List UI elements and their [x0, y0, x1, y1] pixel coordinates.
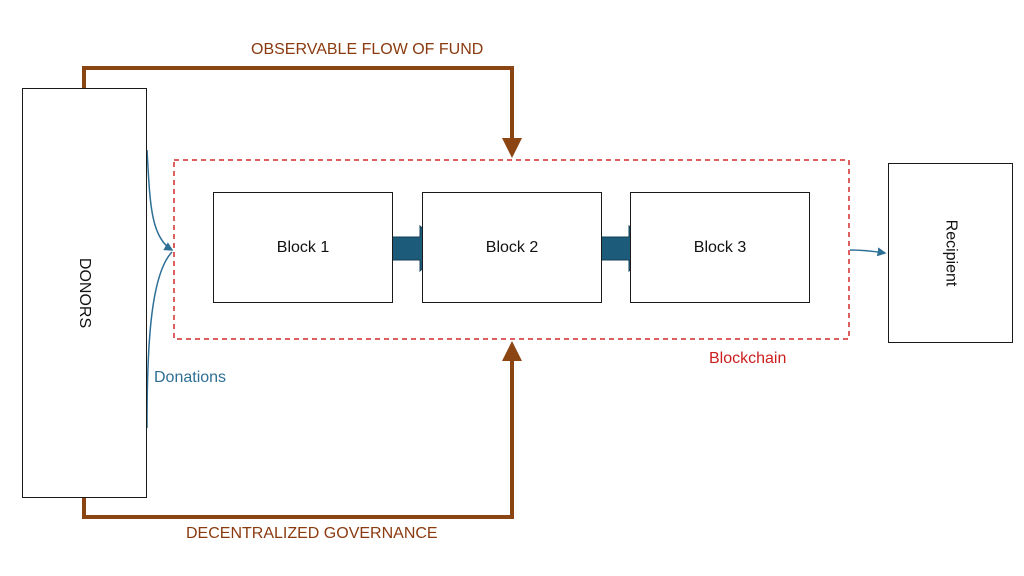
governance-arrow	[82, 341, 522, 519]
donors-label: DONORS	[76, 257, 94, 329]
donations-label: Donations	[154, 369, 227, 386]
donors-box: DONORS	[22, 88, 147, 498]
donation-curve-lower	[146, 251, 173, 429]
recipient-box: Recipient	[888, 163, 1013, 343]
block-3: Block 3	[630, 192, 810, 303]
recipient-label: Recipient	[942, 219, 960, 287]
observable-flow-label: OBSERVABLE FLOW OF FUND	[251, 41, 484, 58]
block-2: Block 2	[422, 192, 602, 303]
blockchain-container	[173, 159, 850, 340]
block-3-label: Block 3	[693, 238, 747, 256]
block-1-label: Block 1	[276, 238, 330, 256]
recipient-arrow	[849, 247, 887, 257]
blockchain-label: Blockchain	[709, 350, 787, 367]
block-1: Block 1	[213, 192, 393, 303]
donation-curve-upper	[146, 149, 174, 251]
block-2-label: Block 2	[485, 238, 539, 256]
governance-label: DECENTRALIZED GOVERNANCE	[186, 525, 438, 542]
observable-flow-arrow	[82, 66, 522, 158]
